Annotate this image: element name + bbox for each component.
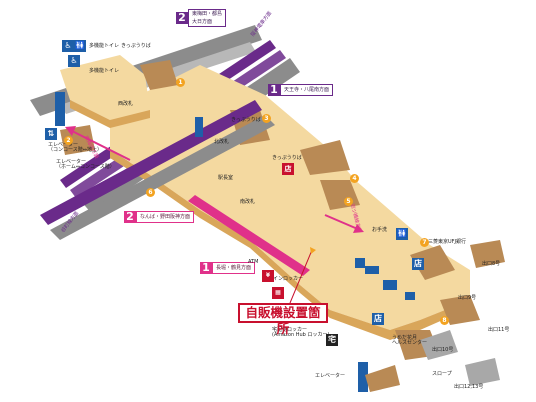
exit-marker-1: 1 [176, 78, 185, 87]
line-badge-bottom: 1 長堀・鶴見方面 [200, 262, 256, 274]
bottom-stair-b [465, 358, 500, 386]
label-exit-11: 出口11号 [488, 327, 510, 333]
label-ekimu: 駅長室 [218, 175, 234, 181]
line-number-top: 2 [176, 12, 188, 24]
locker-icon-bottom: 宅 [326, 334, 338, 346]
west-corridor [60, 55, 150, 120]
stair-nw [140, 60, 178, 90]
elevator-bottom [358, 362, 368, 392]
label-toilet-right: お手洗 [372, 227, 388, 233]
locker-icon: ▦ [272, 287, 284, 299]
exit-marker-5: 5 [344, 197, 353, 206]
pink-arrow-line-right [324, 214, 361, 231]
callout-marker [310, 247, 316, 254]
label-slope: スロープ [432, 371, 452, 377]
exit-marker-4: 4 [350, 174, 359, 183]
label-toilet-multi2: 多機能トイレ [89, 68, 120, 74]
line-number-left: 2 [124, 211, 136, 223]
label-elevator-top: エレベーター （コンコース階⇔地上） [48, 142, 102, 153]
bottom-stair-a [420, 330, 458, 360]
exit-marker-3: 3 [262, 114, 271, 123]
pink-arrow-head-left [65, 126, 76, 136]
line-text-right: 天王寺・八尾南方面 [280, 84, 334, 96]
exit-marker-8: 8 [440, 316, 449, 325]
label-exit-9: 出口9号 [458, 295, 477, 301]
toilet-icon: ♿ [62, 40, 74, 52]
purple-line-lower [40, 100, 262, 225]
label-sanjo-bank: 三菱東京UFJ銀行 [428, 239, 467, 245]
label-kippu-top: きっぷうりば [121, 43, 151, 49]
stair-e1 [300, 140, 350, 175]
pink-arrow-line [69, 129, 131, 161]
exit-marker-7: 7 [420, 238, 429, 247]
label-exit-8: 出口8号 [482, 261, 501, 267]
label-toilet-multi: 多機能トイレ [89, 43, 120, 49]
exit-marker-6: 6 [146, 188, 155, 197]
toilet-icon-right: 🚻 [396, 228, 408, 240]
elevator-left [55, 92, 65, 126]
shop-icon-bottom: 店 [372, 313, 384, 325]
label-takuhai: 宅配便ロッカー (Amazon Hub ロッカー) [272, 327, 330, 338]
blue-block-1 [195, 117, 203, 137]
blue-block-2 [355, 258, 365, 268]
concourse-floor [110, 65, 470, 330]
label-elevator-home: エレベーター （ホーム⇔コンコース階） [56, 159, 115, 170]
callout-leader [289, 249, 313, 304]
pink-line [188, 195, 310, 276]
label-minami-kaisatsu: 南改札 [240, 199, 256, 205]
wheelchair-icon: ♿ [68, 55, 80, 67]
label-atm: ATM [248, 259, 259, 265]
line-text-bottom: 長堀・鶴見方面 [212, 262, 256, 274]
grey-band-lower2 [50, 115, 275, 240]
concourse-floor-edge [110, 150, 470, 340]
label-kippu-right: きっぷうりば [272, 155, 302, 161]
shop-icon-mid: 店 [282, 163, 294, 175]
label-coin-locker: コインロッカー [268, 276, 304, 282]
exit-marker-2: 2 [64, 136, 73, 145]
shop-icon-right: 店 [412, 258, 424, 270]
line-badge-top: 2 東梅田・都島 大日方面 [176, 9, 227, 27]
vending-machine-callout: 自販機設置箇所 [238, 303, 328, 336]
stair-se [410, 245, 455, 280]
stair-s2 [440, 295, 480, 325]
line-badge-left: 2 なんば・野田阪神方面 [124, 211, 195, 223]
line-text-top: 東梅田・都島 大日方面 [188, 9, 227, 27]
label-nishi-kaisatsu: 西改札 [118, 101, 134, 107]
label-kita-kaisatsu: 北改札 [214, 139, 230, 145]
line-number-right: 1 [268, 84, 280, 96]
line-text-left: なんば・野田阪神方面 [136, 211, 195, 223]
label-exit-12-13: 出口12,13号 [454, 384, 484, 390]
label-elevator-bottom: エレベーター [315, 373, 346, 379]
line-number-bottom: 1 [200, 262, 212, 274]
blue-block-3 [365, 266, 379, 274]
label-exit-10: 出口10号 [432, 347, 454, 353]
toilet-icon-2: 🚻 [74, 40, 86, 52]
label-kippu-mid: きっぷうりば [231, 117, 261, 123]
line-badge-right: 1 天王寺・八尾南方面 [268, 84, 334, 96]
bottom-stair-c [365, 365, 400, 392]
blue-block-5 [405, 292, 415, 300]
label-umeda-dept: うめだ花月 ヘルスセンター [392, 335, 428, 346]
blue-block-4 [383, 280, 397, 290]
elevator-icon-left: ⇅ [45, 128, 57, 140]
pink-arrow-head-right [353, 224, 364, 233]
right-stair-top [470, 240, 505, 268]
atm-icon: ¥ [262, 270, 274, 282]
stair-w [60, 125, 95, 155]
west-corridor-edge [70, 100, 150, 128]
